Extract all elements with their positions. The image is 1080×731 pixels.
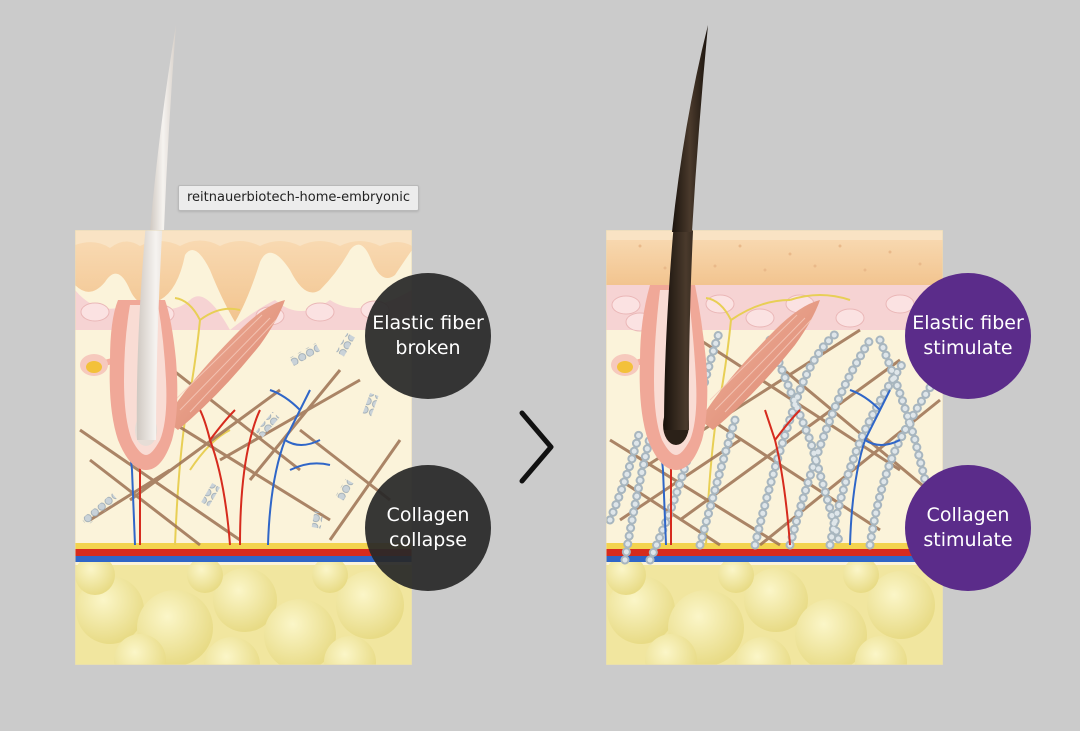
skin-before-panel bbox=[75, 230, 412, 665]
fat-layer-before bbox=[75, 555, 412, 665]
badge-label-line1: Elastic fiber bbox=[372, 312, 484, 334]
chevron-right-icon bbox=[519, 410, 554, 484]
badge-label-line1: Elastic fiber bbox=[912, 312, 1024, 334]
badge-label-line2: broken bbox=[395, 337, 461, 359]
elastic-fiber-broken-badge: Elastic fiber broken bbox=[365, 273, 491, 399]
badge-label-line2: collapse bbox=[389, 529, 467, 551]
badge-label-line1: Collagen bbox=[926, 504, 1010, 526]
collagen-collapse-badge: Collagen collapse bbox=[365, 465, 491, 591]
arrector-muscle-before bbox=[165, 300, 285, 430]
skin-after-panel bbox=[606, 230, 943, 665]
image-title-tooltip: reitnauerbiotech-home-embryonic bbox=[178, 185, 419, 211]
hair-shaft-light bbox=[136, 230, 163, 440]
fat-layer-after bbox=[606, 555, 943, 665]
collagen-stimulate-badge: Collagen stimulate bbox=[905, 465, 1031, 591]
sebaceous-gland-before bbox=[80, 354, 126, 376]
arrector-muscle-after bbox=[700, 300, 820, 430]
hair-shaft-dark bbox=[664, 230, 694, 430]
elastic-fiber-stimulate-badge: Elastic fiber stimulate bbox=[905, 273, 1031, 399]
badge-label-line2: stimulate bbox=[923, 337, 1013, 359]
badge-label-line1: Collagen bbox=[386, 504, 470, 526]
badge-label-line2: stimulate bbox=[923, 529, 1013, 551]
